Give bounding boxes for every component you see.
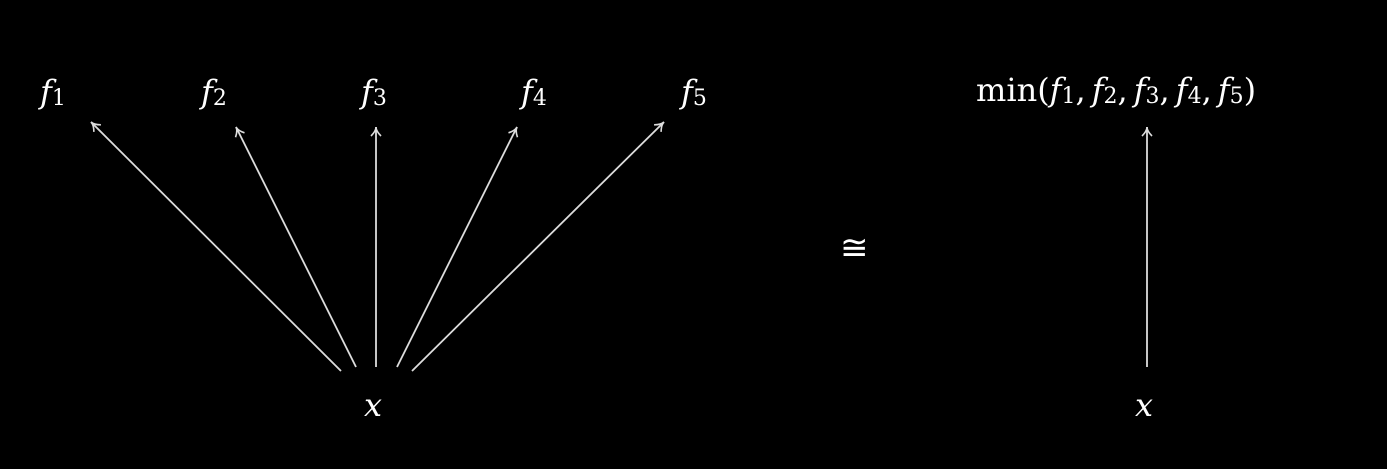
arrow-x-to-f1 — [90, 121, 342, 372]
arrow-x-to-f4 — [396, 126, 519, 368]
label-min-expression: min(f1,f2,f3,f4,f5) — [976, 71, 1256, 109]
label-x-right: x — [1135, 386, 1153, 424]
left-arrows — [90, 121, 665, 372]
label-f5: f5 — [679, 73, 707, 111]
label-f2: f2 — [199, 73, 227, 111]
label-x-left: x — [364, 386, 382, 424]
label-f3: f3 — [359, 73, 387, 111]
arrow-x-to-f2 — [234, 126, 357, 368]
isomorphism-symbol: ≅ — [840, 228, 869, 268]
label-f1: f1 — [38, 73, 66, 111]
left-target-labels: f1 f2 f3 f4 f5 — [38, 73, 707, 111]
label-f4: f4 — [519, 73, 547, 111]
arrow-x-to-f5 — [411, 121, 665, 372]
